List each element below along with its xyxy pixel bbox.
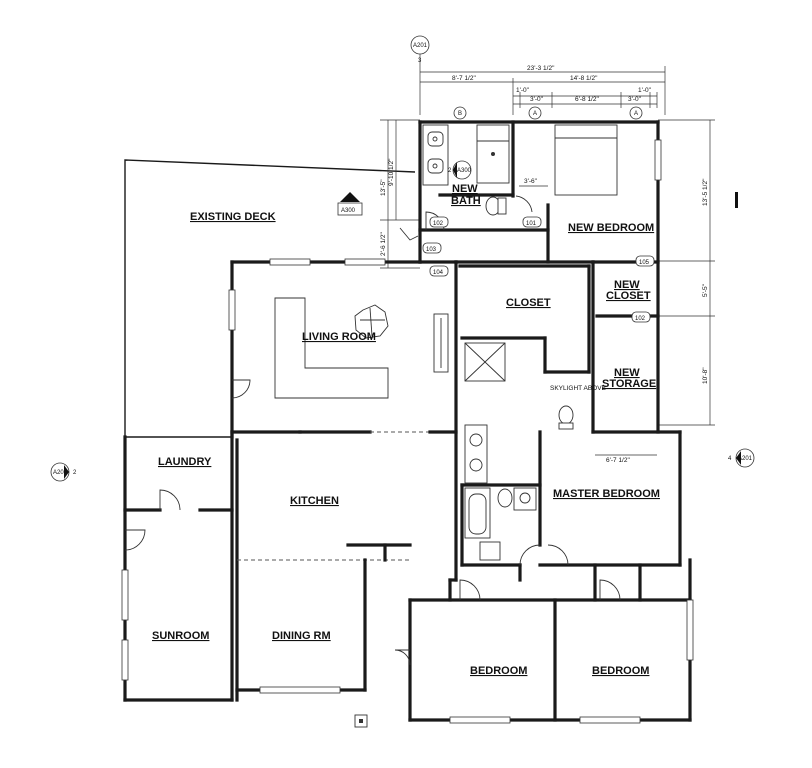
label-new-closet-1: NEW <box>614 279 640 291</box>
svg-text:A300: A300 <box>341 208 356 214</box>
master-bath-fixtures <box>464 487 537 561</box>
doors <box>124 227 621 666</box>
svg-text:4: 4 <box>728 456 732 462</box>
dim-left-span: 8'-7 1/2" <box>452 75 476 82</box>
svg-text:A201: A201 <box>413 43 428 49</box>
tag-a201-top: A201 3 <box>410 35 430 66</box>
door-tag-104: 104 <box>433 270 444 276</box>
label-living-room: LIVING ROOM <box>302 331 376 343</box>
label-closet: CLOSET <box>506 297 551 309</box>
svg-text:A: A <box>533 111 537 117</box>
dim-bedroom-vertical: 13'-5 1/2" <box>702 178 709 206</box>
label-existing-deck: EXISTING DECK <box>190 211 276 223</box>
svg-text:3: 3 <box>418 58 422 64</box>
door-tag-105: 105 <box>639 260 650 266</box>
svg-text:A201: A201 <box>738 456 753 462</box>
section-cut-marker <box>735 192 738 208</box>
label-new-storage-1: NEW <box>614 367 640 379</box>
dim-right-span: 14'-8 1/2" <box>570 75 598 82</box>
dim-3-0-right: 3'-0" <box>628 96 642 103</box>
label-new-bath-1: NEW <box>452 183 478 195</box>
label-new-storage-2: STORAGE <box>602 378 656 390</box>
dim-3-0-left: 3'-0" <box>530 96 544 103</box>
door-tag-102b: 102 <box>635 316 646 322</box>
svg-text:A300: A300 <box>457 168 472 174</box>
tag-a201-right: A201 4 <box>728 448 755 468</box>
dim-overall: 23'-3 1/2" <box>527 65 555 72</box>
dim-6-8: 6'-8 1/2" <box>575 96 599 103</box>
door-tag-103: 103 <box>426 247 437 253</box>
room-labels: EXISTING DECK NEW BATH NEW BEDROOM NEW C… <box>152 183 660 677</box>
bath-fixtures <box>422 124 533 231</box>
label-skylight: SKYLIGHT ABOVE <box>550 385 607 392</box>
label-sunroom: SUNROOM <box>152 630 209 642</box>
new-bedroom-bed <box>554 124 618 196</box>
dim-bath-vertical: 9'-10 1/2" <box>388 158 395 186</box>
door-tag-101: 101 <box>526 221 537 227</box>
dim-storage-width: 6'-7 1/2" <box>606 457 630 464</box>
dim-storage-vertical: 10'-8" <box>702 367 709 384</box>
svg-text:2: 2 <box>73 470 77 476</box>
addition-walls <box>418 120 660 434</box>
svg-text:B: B <box>458 111 462 117</box>
label-laundry: LAUNDRY <box>158 456 212 468</box>
label-new-bedroom: NEW BEDROOM <box>568 222 654 234</box>
dim-total-vertical: 13'-5" <box>380 179 387 196</box>
exterior-post-inner <box>359 719 363 723</box>
label-master-bedroom: MASTER BEDROOM <box>553 488 660 500</box>
label-bedroom-2: BEDROOM <box>592 665 649 677</box>
svg-text:2: 2 <box>448 168 452 174</box>
top-dimensions: 23'-3 1/2" 8'-7 1/2" 14'-8 1/2" 1'-0" 3'… <box>380 65 715 464</box>
svg-text:A: A <box>634 111 638 117</box>
dim-bath-door: 3'-6" <box>524 178 538 185</box>
label-new-closet-2: CLOSET <box>606 290 651 302</box>
grid-markers: B A A <box>453 106 643 120</box>
label-new-bath-2: BATH <box>451 195 481 207</box>
hall-bath-fixtures <box>464 342 574 484</box>
existing-deck-outline <box>124 159 416 438</box>
label-bedroom-1: BEDROOM <box>470 665 527 677</box>
tag-a300-bath: A300 2 <box>448 160 472 180</box>
door-tags: 101 102 103 104 105 102 <box>422 216 655 323</box>
dim-closet-vertical: 5'-5" <box>702 283 709 297</box>
label-dining-rm: DINING RM <box>272 630 331 642</box>
svg-text:1: 1 <box>348 197 352 203</box>
dim-bath-vertical-2: 2'-6 1/2" <box>380 232 387 256</box>
dim-1-0-right: 1'-0" <box>638 87 652 94</box>
label-kitchen: KITCHEN <box>290 495 339 507</box>
living-room-furniture <box>274 297 449 399</box>
tag-a300-deck: A300 1 <box>337 192 363 216</box>
windows <box>121 139 694 724</box>
svg-text:A201: A201 <box>53 470 68 476</box>
door-tag-102a: 102 <box>433 221 444 227</box>
dim-1-0-left: 1'-0" <box>516 87 530 94</box>
tag-a201-left: A201 2 <box>50 462 77 482</box>
